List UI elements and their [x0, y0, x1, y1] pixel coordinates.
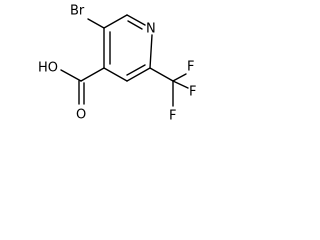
- bond-cf3-f-right: [172, 80, 189, 89]
- bond-c5-br: [87, 18, 105, 29]
- bond-c5-c6: [103, 14, 128, 29]
- bond-c2-c3-double: [126, 64, 146, 76]
- bond-c4-cooh: [80, 67, 105, 82]
- atom-fluorine-right: F: [189, 85, 196, 100]
- structure-diagram: Br N HO O F F F: [38, 4, 196, 124]
- atom-nitrogen: N: [146, 22, 156, 37]
- bond-cf3-f-top: [172, 73, 187, 82]
- atom-fluorine-bottom: F: [169, 109, 176, 124]
- bond-c3-c4: [103, 67, 128, 82]
- bond-c-oh: [60, 69, 82, 82]
- bond-n1-c2: [149, 34, 153, 69]
- bond-c6-n1: [126, 14, 146, 26]
- atom-hydroxyl: HO: [38, 61, 58, 76]
- atom-bromine: Br: [70, 4, 85, 19]
- bond-c2-c3: [126, 67, 151, 82]
- bond-c6-n1-double: [127, 20, 143, 30]
- atom-carbonyl-oxygen: O: [76, 108, 86, 123]
- bond-c2-cf3: [149, 67, 174, 82]
- atom-fluorine-top: F: [187, 60, 194, 75]
